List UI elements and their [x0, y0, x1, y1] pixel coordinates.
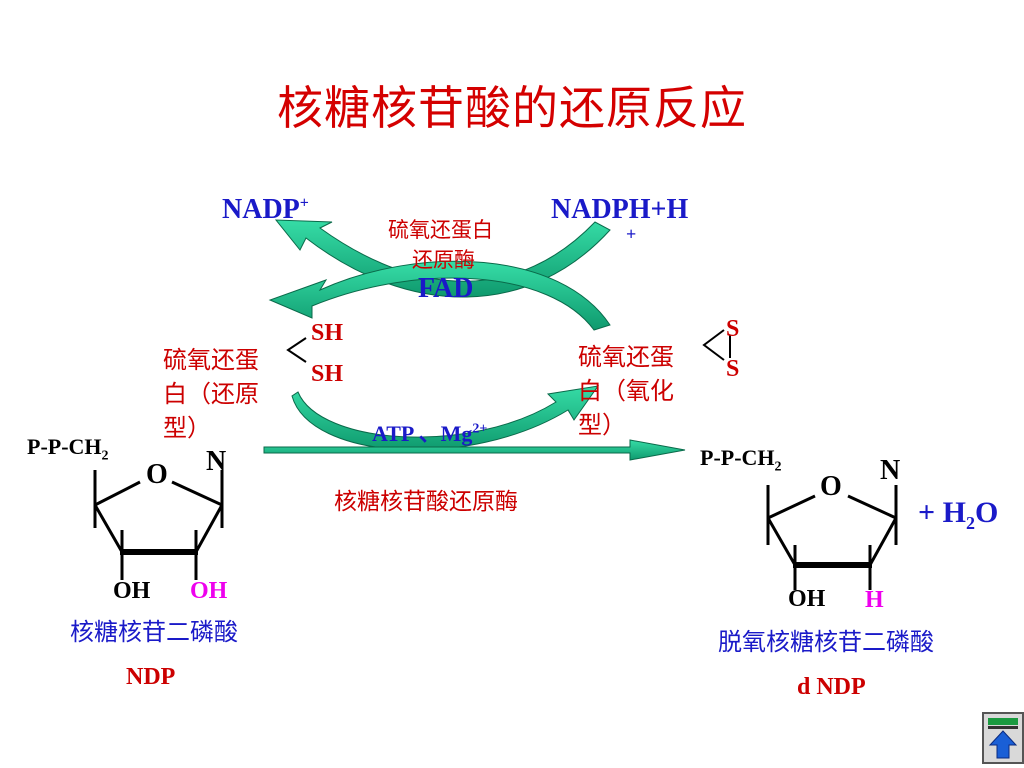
- enzyme-name-line2: 还原酶: [412, 248, 475, 272]
- curved-arrow-reduced-to-oxidized: [291, 385, 600, 451]
- enzyme-name-line1: 硫氧还蛋白: [388, 218, 493, 242]
- nadph-label: NADPH+H: [551, 194, 689, 225]
- left-3-oh: OH: [113, 578, 151, 604]
- curved-arrow-to-reduced: [268, 260, 611, 331]
- oxidized-label-line2: 白（氧化: [578, 377, 674, 405]
- reduced-label-line2: 白（还原: [163, 380, 259, 408]
- left-phosphate-group: P-P-CH2: [27, 434, 109, 464]
- ribonucleotide-reductase-label: 核糖核苷酸还原酶: [334, 489, 518, 515]
- reduced-label-line3: 型）: [163, 414, 211, 442]
- sh-bond-lines: [286, 337, 307, 363]
- atp-mg-label: ATP 、Mg2+: [372, 421, 488, 446]
- page-title: 核糖核苷酸的还原反应: [277, 81, 747, 135]
- dndp-name: 脱氧核糖核苷二磷酸: [718, 628, 934, 656]
- sh-group-bottom: SH: [311, 361, 344, 387]
- s-group-bottom: S: [726, 356, 740, 382]
- left-ring-oxygen: O: [146, 459, 168, 490]
- nadph-plus-sup: +: [626, 224, 637, 244]
- right-phosphate-group: P-P-CH2: [700, 445, 782, 475]
- right-ring-oxygen: O: [820, 471, 842, 502]
- reduced-label-line1: 硫氧还蛋: [163, 346, 259, 374]
- fad-label: FAD: [418, 273, 474, 304]
- ndp-name: 核糖核苷二磷酸: [70, 618, 238, 646]
- main-reaction-arrow: [263, 439, 686, 461]
- right-2-h: H: [865, 587, 884, 613]
- left-ribose-ring: [93, 470, 224, 580]
- right-base-nitrogen: N: [880, 455, 901, 486]
- ss-bond-lines: [702, 329, 731, 361]
- nadp-label: NADP+: [222, 194, 309, 225]
- oxidized-label-line3: 型）: [578, 411, 626, 439]
- dndp-abbr: d NDP: [797, 674, 866, 700]
- s-group-top: S: [726, 316, 740, 342]
- water-product: + H2O: [918, 496, 999, 533]
- left-base-nitrogen: N: [206, 446, 227, 477]
- sh-group-top: SH: [311, 320, 344, 346]
- right-ribose-ring: [766, 485, 898, 590]
- home-up-icon[interactable]: [982, 712, 1024, 764]
- ndp-abbr: NDP: [126, 664, 176, 690]
- left-2-oh: OH: [190, 578, 228, 604]
- right-3-oh: OH: [788, 586, 826, 612]
- oxidized-label-line1: 硫氧还蛋: [578, 343, 674, 371]
